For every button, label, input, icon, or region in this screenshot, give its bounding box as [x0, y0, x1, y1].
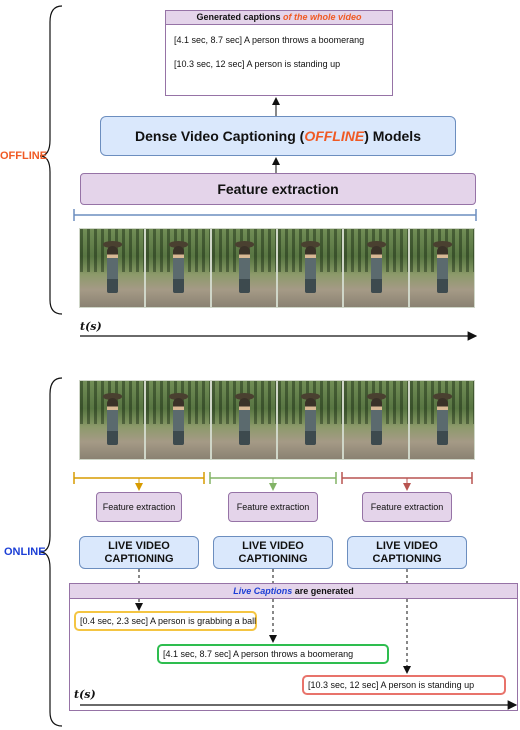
offline-frame-2 [145, 228, 211, 308]
offline-frame-6 [409, 228, 475, 308]
offline-model-text: Dense Video Captioning ( [135, 128, 305, 144]
online-feature-box-2: Feature extraction [228, 492, 318, 522]
online-frame-1 [79, 380, 145, 460]
offline-captions-title-text: Generated captions [196, 12, 283, 22]
live-caption-1: [0.4 sec, 2.3 sec] A person is grabbing … [74, 611, 257, 631]
live-captions-panel-title: Live Captions are generated [70, 584, 517, 599]
live-captioning-line-2: CAPTIONING [238, 552, 308, 565]
online-time-label: t(s) [74, 688, 96, 701]
online-frame-6 [409, 380, 475, 460]
offline-captions-title: Generated captions of the whole video [166, 11, 392, 25]
live-captioning-line-1: LIVE VIDEO [376, 539, 438, 552]
live-captioning-line-1: LIVE VIDEO [108, 539, 170, 552]
live-captioning-line-2: CAPTIONING [372, 552, 442, 565]
live-captions-panel: Live Captions are generated [69, 583, 518, 711]
offline-captions-box: Generated captions of the whole video [4… [165, 10, 393, 96]
offline-side-label: OFFLINE [0, 150, 48, 162]
online-frame-5 [343, 380, 409, 460]
live-captioning-line-1: LIVE VIDEO [242, 539, 304, 552]
offline-frame-3 [211, 228, 277, 308]
offline-caption-1: [4.1 sec, 8.7 sec] A person throws a boo… [174, 35, 365, 45]
online-frame-2 [145, 380, 211, 460]
live-captions-title-emph: Live Captions [233, 586, 293, 596]
offline-model-emph: OFFLINE [304, 128, 365, 144]
online-side-label: ONLINE [4, 546, 46, 558]
live-captions-title-text: are generated [292, 586, 354, 596]
offline-model-box: Dense Video Captioning (OFFLINE) Models [100, 116, 456, 156]
online-frame-4 [277, 380, 343, 460]
offline-frame-4 [277, 228, 343, 308]
live-captioning-line-2: CAPTIONING [104, 552, 174, 565]
online-feature-box-1: Feature extraction [96, 492, 182, 522]
offline-frame-1 [79, 228, 145, 308]
live-captioning-box-2: LIVE VIDEO CAPTIONING [213, 536, 333, 569]
online-frame-3 [211, 380, 277, 460]
live-caption-3: [10.3 sec, 12 sec] A person is standing … [302, 675, 506, 695]
offline-captions-title-emph: of the whole video [283, 12, 362, 22]
offline-frame-5 [343, 228, 409, 308]
online-feature-box-3: Feature extraction [362, 492, 452, 522]
offline-model-suffix: ) Models [364, 128, 421, 144]
live-caption-2: [4.1 sec, 8.7 sec] A person throws a boo… [157, 644, 389, 664]
live-captioning-box-3: LIVE VIDEO CAPTIONING [347, 536, 467, 569]
live-captioning-box-1: LIVE VIDEO CAPTIONING [79, 536, 199, 569]
offline-caption-2: [10.3 sec, 12 sec] A person is standing … [174, 59, 341, 69]
offline-feature-box: Feature extraction [80, 173, 476, 205]
offline-time-label: t(s) [80, 320, 102, 333]
